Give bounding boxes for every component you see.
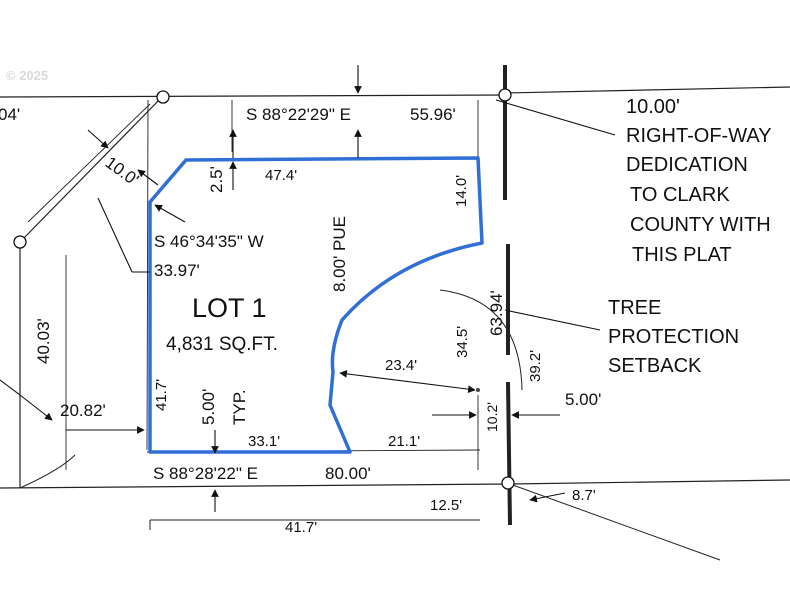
row-note-line-4: TO CLARK [630, 184, 730, 206]
monument-se [501, 476, 515, 490]
tree-protection-note: TREE PROTECTION SETBACK [608, 297, 739, 377]
west-stub [0, 379, 21, 396]
monument-ne [498, 88, 512, 102]
diag-setback-line [27, 103, 151, 223]
dim-04: 04' [0, 105, 20, 124]
lot-name: LOT 1 [192, 293, 267, 323]
typ-label: TYP. [230, 389, 249, 425]
tree-note-line-3: SETBACK [608, 355, 702, 377]
sw-corner-arc [19, 454, 76, 489]
south-bearing: S 88°28'22" E [153, 464, 258, 483]
row-note-line-2: RIGHT-OF-WAY [626, 125, 772, 147]
monument-tree [476, 388, 480, 392]
dimension-arrows [19, 65, 616, 512]
dim-5-00-east: 5.00' [565, 390, 601, 409]
lot-label: LOT 1 4,831 SQ.FT. [166, 293, 278, 355]
dim-40-03: 40.03' [34, 318, 53, 364]
south-boundary-line [0, 483, 511, 489]
sw-street-curve [509, 483, 721, 561]
arrow-23-4 [339, 370, 476, 393]
arrow-8-7 [529, 492, 566, 503]
dim-39-2: 39.2' [527, 350, 544, 382]
diag-boundary-line [19, 96, 163, 243]
west-setback-line [146, 99, 149, 451]
north-distance: 55.96' [410, 105, 456, 124]
dim-23-4: 23.4' [385, 357, 417, 374]
dim-10-0: 10.0' [102, 153, 143, 190]
dim-41-7-south: 41.7' [285, 519, 317, 536]
arrow-10-0-b [137, 169, 159, 186]
diag-bearing: S 46°34'35" W [154, 232, 264, 251]
tree-note-line-1: TREE [608, 297, 661, 319]
dim-63-94: 63.94' [487, 290, 506, 336]
property-lines [0, 65, 790, 561]
lot-area: 4,831 SQ.FT. [166, 334, 278, 355]
dim-5-00-typ: 5.00' [199, 389, 218, 425]
dim-8-7: 8.7' [572, 487, 596, 504]
leader-tree-note [504, 309, 601, 331]
north-bearing: S 88°22'29" E [246, 105, 351, 124]
dim-34-5: 34.5' [454, 326, 471, 358]
arrow-10-0 [87, 129, 109, 149]
east-boundary-lower [506, 381, 512, 526]
dim-2-5: 2.5' [207, 166, 226, 193]
dim-12-5: 12.5' [430, 497, 462, 514]
dim-10-2: 10.2' [484, 402, 500, 432]
dim-21-1: 21.1' [388, 433, 420, 450]
south-street-line [509, 479, 790, 485]
dim-14-0: 14.0' [453, 175, 470, 207]
dim-20-82: 20.82' [60, 401, 106, 420]
row-note-line-5: COUNTY WITH [630, 214, 771, 236]
dim-33-1: 33.1' [248, 433, 280, 450]
dim-47-4: 47.4' [265, 167, 297, 184]
diag-distance: 33.97' [154, 261, 200, 280]
row-note-line-3: DEDICATION [626, 154, 748, 176]
north-street-line [504, 86, 790, 94]
tree-arc [439, 289, 523, 391]
row-note-line-1: 10.00' [626, 96, 680, 118]
monument-nw [156, 90, 170, 104]
monument-w [13, 235, 27, 249]
pue-label: 8.00' PUE [330, 216, 349, 292]
leader-row-note [495, 99, 616, 136]
right-of-way-note: 10.00' RIGHT-OF-WAY DEDICATION TO CLARK … [626, 96, 772, 266]
lot-1-outline [148, 156, 484, 454]
north-boundary-line [0, 94, 506, 98]
tree-note-line-2: PROTECTION [608, 326, 739, 348]
arrow-diag-bearing [154, 204, 186, 223]
monuments [13, 88, 515, 490]
row-note-line-6: THIS PLAT [632, 244, 732, 266]
copyright-text: © 2025 [6, 68, 48, 83]
south-distance: 80.00' [325, 464, 371, 483]
dim-41-7-west: 41.7' [153, 379, 170, 411]
arrow-20-82 [19, 394, 53, 421]
leader-diag [97, 197, 133, 273]
